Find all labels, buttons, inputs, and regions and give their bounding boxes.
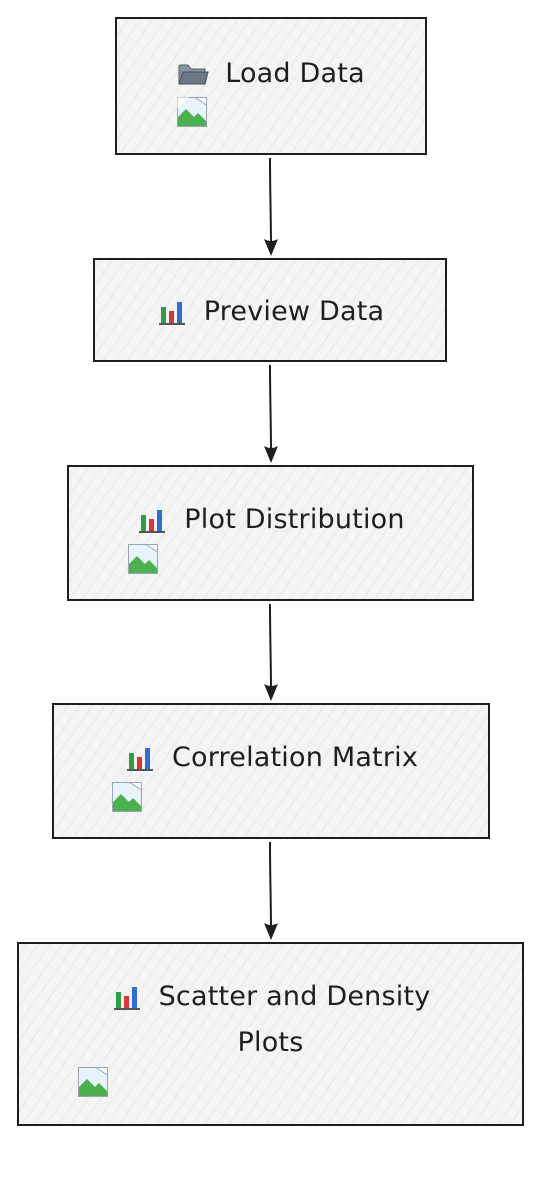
image-placeholder-icon	[128, 544, 158, 574]
bar-chart-icon	[136, 504, 168, 536]
node-label: Correlation Matrix	[171, 742, 419, 773]
edge-load-to-preview	[269, 157, 272, 247]
arrowhead-preview	[264, 239, 278, 256]
node-scatter-and-density-plots[interactable]: Scatter and Density Plots	[17, 942, 524, 1126]
node-preview-data[interactable]: Preview Data	[93, 258, 447, 362]
bar-chart-icon	[124, 742, 156, 774]
bar-chart-icon	[156, 296, 188, 328]
arrowhead-scatter	[264, 923, 278, 940]
arrowhead-plot	[264, 446, 278, 463]
node-correlation-matrix[interactable]: Correlation Matrix	[52, 703, 490, 839]
folder-icon	[177, 58, 209, 90]
node-label: Plot Distribution	[184, 504, 405, 535]
node-label: Load Data	[225, 58, 365, 89]
node-label: Scatter and Density	[158, 981, 431, 1012]
edge-preview-to-plot	[269, 364, 272, 453]
edge-plot-to-corr	[269, 603, 272, 691]
bar-chart-icon	[111, 981, 143, 1013]
node-label: Preview Data	[203, 296, 385, 327]
node-load-data[interactable]: Load Data	[115, 17, 427, 155]
image-placeholder-icon	[177, 97, 207, 127]
edge-corr-to-scatter	[269, 841, 272, 931]
image-placeholder-icon	[78, 1067, 108, 1097]
node-plot-distribution[interactable]: Plot Distribution	[67, 465, 474, 601]
image-placeholder-icon	[112, 782, 142, 812]
arrowhead-corr	[264, 684, 278, 701]
node-label-line-2: Plots	[237, 1027, 304, 1058]
